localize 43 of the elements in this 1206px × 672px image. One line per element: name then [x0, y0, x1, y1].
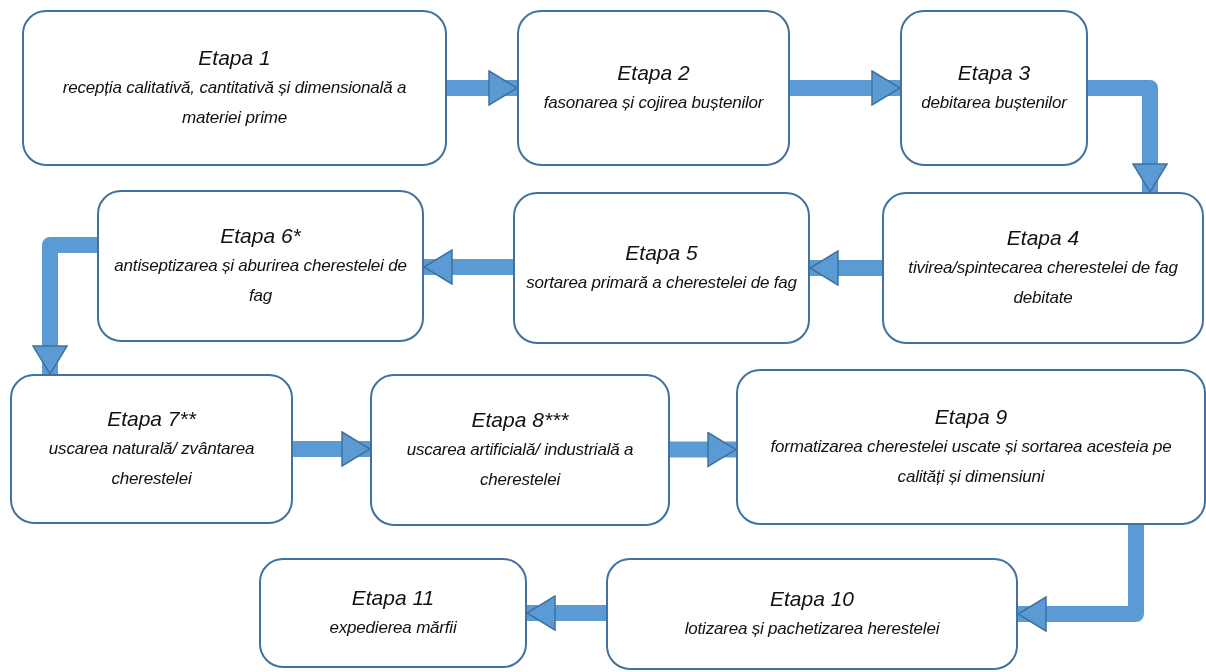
block-arrow: [447, 70, 518, 106]
block-arrow: [526, 595, 606, 631]
block-arrow: [790, 70, 901, 106]
block-arrow: [423, 249, 513, 285]
process-box: [513, 192, 810, 344]
step-description: expedierea mărfii: [329, 617, 457, 639]
step-description: formatizarea cherestelei uscate și sortarea acesteia pe calități și dimensiuni: [769, 436, 1173, 488]
step-title: Etapa 7**: [107, 406, 196, 432]
step-title: Etapa 5: [625, 240, 698, 266]
step-description: recepția calitativă, cantitativă și dimensională a materiei prime: [61, 77, 408, 129]
block-arrow: [293, 431, 371, 467]
process-box: [882, 192, 1204, 344]
process-box: [736, 369, 1206, 525]
step-title: Etapa 6*: [220, 223, 301, 249]
step-title: Etapa 3: [957, 60, 1031, 86]
step-description: sortarea primară a cherestelei de fag: [526, 272, 797, 294]
process-box: [370, 374, 670, 526]
step-title: Etapa 1: [198, 45, 271, 71]
process-box: [10, 374, 293, 524]
step-description: tivirea/spintecarea cherestelei de fag debitate: [907, 257, 1179, 309]
step-title: Etapa 4: [1006, 225, 1080, 251]
block-arrow: [1088, 80, 1168, 193]
block-arrow: [670, 431, 737, 468]
step-title: Etapa 9: [934, 404, 1008, 430]
process-box: [900, 10, 1088, 166]
step-description: fasonarea și cojirea buștenilor: [543, 92, 764, 114]
step-title: Etapa 10: [769, 586, 855, 612]
step-title: Etapa 11: [351, 585, 435, 611]
step-description: antiseptizarea și aburirea cherestelei de fag: [113, 255, 408, 307]
block-arrow: [32, 237, 97, 375]
step-description: lotizarea și pachetizarea herestelei: [684, 618, 940, 640]
process-box: [606, 558, 1018, 670]
step-description: uscarea naturală/ zvântarea cherestelei: [47, 438, 256, 490]
step-description: debitarea buștenilor: [921, 92, 1067, 114]
block-arrow: [1017, 525, 1144, 632]
step-description: uscarea artificială/ industrială a cherestelei: [405, 439, 635, 491]
process-box: [97, 190, 424, 342]
process-box: [517, 10, 790, 166]
step-title: Etapa 2: [617, 60, 690, 86]
step-title: Etapa 8***: [471, 407, 569, 433]
block-arrow: [809, 250, 882, 286]
process-box: [22, 10, 447, 166]
process-box: [259, 558, 527, 668]
